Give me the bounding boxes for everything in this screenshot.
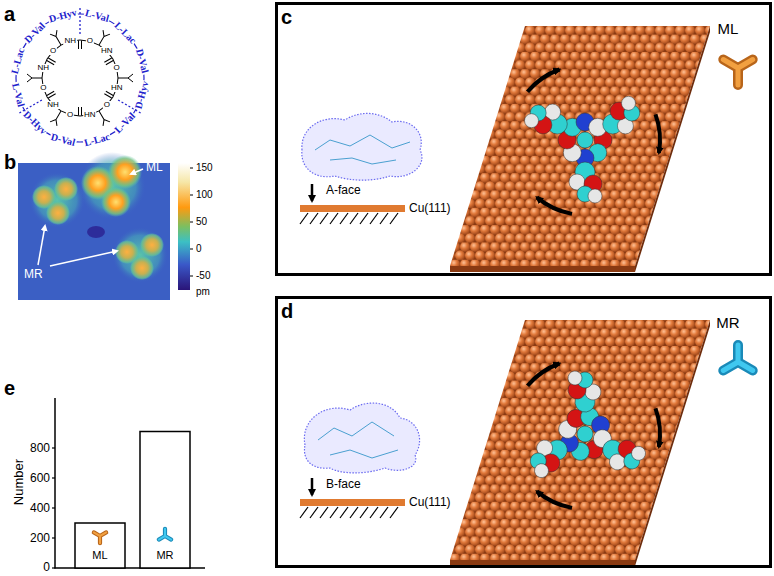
molecule-label: ML xyxy=(146,161,163,173)
colorbar-label: 100 xyxy=(196,190,213,200)
panel-letter: e xyxy=(4,378,15,398)
residue-label: L-Lac xyxy=(82,131,112,148)
valinomycin-structure xyxy=(16,6,144,142)
colorbar-label: 150 xyxy=(196,163,213,173)
residue-label: D-Val xyxy=(22,20,48,46)
panel-box: cA-faceCu(111) ML xyxy=(275,2,772,276)
atom-label: O xyxy=(39,84,47,92)
axis-title: Number xyxy=(12,459,25,505)
surface-scene xyxy=(300,26,753,272)
tick-label: 0 xyxy=(43,561,50,573)
colorbar-label: 50 xyxy=(196,217,207,227)
panel-box: dB-faceCu(111) MR xyxy=(275,296,772,568)
atom-label: HN xyxy=(83,111,97,119)
tick-label: 400 xyxy=(30,502,50,514)
panel-letter: a xyxy=(4,4,15,24)
residue-label: L-Val xyxy=(10,81,26,109)
atom-label: O xyxy=(103,101,111,109)
residue-label: D-Hyv xyxy=(47,7,79,25)
residue-label: D-Hyv xyxy=(133,79,151,111)
surface-label: Cu(111) xyxy=(409,496,451,508)
atom-label: NH xyxy=(37,64,51,72)
residue-label: L-Lac xyxy=(10,47,27,77)
molecule-label: MR xyxy=(24,268,43,280)
molecule-label: ML xyxy=(718,21,739,36)
atom-label: NH xyxy=(46,101,60,109)
atom-label: O xyxy=(66,111,74,119)
molecule-label: MR xyxy=(716,315,739,330)
atom-label: HN xyxy=(100,47,114,55)
colorbar-label: pm xyxy=(196,287,210,297)
residue-label: L-Val xyxy=(112,110,138,136)
atom-label: HN xyxy=(110,84,124,92)
atom-label: O xyxy=(113,64,121,72)
tick-label: 800 xyxy=(30,442,50,454)
panel-letter: d xyxy=(281,301,293,321)
colorbar-label: -50 xyxy=(196,271,210,281)
atom-label: NH xyxy=(63,37,77,45)
residue-label: D-Val xyxy=(134,47,151,75)
face-label: A-face xyxy=(326,184,361,196)
residue-label: L-Lac xyxy=(112,19,139,46)
panel-letter: b xyxy=(4,152,16,172)
panel-letter: c xyxy=(281,7,292,27)
bar-chart xyxy=(52,398,205,569)
atom-label: O xyxy=(49,47,57,55)
surface-label: Cu(111) xyxy=(409,202,451,214)
category-label: ML xyxy=(92,550,107,561)
stm-image xyxy=(18,152,193,300)
atom-label: O xyxy=(86,37,94,45)
face-label: B-face xyxy=(326,478,361,490)
tick-label: 600 xyxy=(30,472,50,484)
surface-scene xyxy=(300,320,753,566)
residue-label: L-Val xyxy=(83,8,111,24)
residue-label: D-Val xyxy=(49,132,77,149)
category-label: MR xyxy=(156,550,173,561)
residue-label: D-Hyv xyxy=(20,109,49,138)
tick-label: 200 xyxy=(30,532,50,544)
colorbar-label: 0 xyxy=(196,244,202,254)
